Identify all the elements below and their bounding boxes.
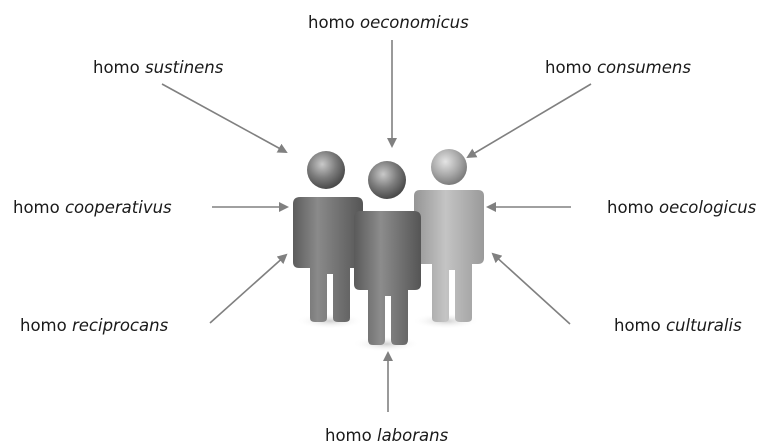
arrow-top-left xyxy=(162,84,286,152)
label-prefix: homo xyxy=(20,316,67,335)
label-prefix: homo xyxy=(308,13,355,32)
label-prefix: homo xyxy=(614,316,661,335)
label-term: reciprocans xyxy=(72,316,168,335)
arrow-bottom-right xyxy=(493,254,570,324)
label-top-left: homo sustinens xyxy=(93,58,223,78)
label-top: homo oeconomicus xyxy=(308,13,469,33)
person-left-icon xyxy=(293,151,363,322)
label-term: sustinens xyxy=(145,58,223,77)
label-prefix: homo xyxy=(545,58,592,77)
label-bottom: homo laborans xyxy=(325,426,448,446)
label-term: consumens xyxy=(597,58,691,77)
arrow-bottom-left xyxy=(210,255,286,323)
arrow-top-right xyxy=(468,84,591,157)
label-prefix: homo xyxy=(93,58,140,77)
label-term: culturalis xyxy=(666,316,742,335)
label-term: oeconomicus xyxy=(360,13,469,32)
label-prefix: homo xyxy=(325,426,372,445)
label-mid-right: homo oecologicus xyxy=(607,198,756,218)
person-right-icon xyxy=(414,149,484,322)
label-mid-left: homo cooperativus xyxy=(13,198,172,218)
person-center-icon xyxy=(354,161,421,345)
label-term: cooperativus xyxy=(65,198,172,217)
label-term: oecologicus xyxy=(659,198,756,217)
group-of-people-icon xyxy=(293,149,484,352)
label-prefix: homo xyxy=(13,198,60,217)
label-term: laborans xyxy=(377,426,448,445)
label-top-right: homo consumens xyxy=(545,58,691,78)
label-bottom-right: homo culturalis xyxy=(614,316,742,336)
label-prefix: homo xyxy=(607,198,654,217)
label-bottom-left: homo reciprocans xyxy=(20,316,168,336)
